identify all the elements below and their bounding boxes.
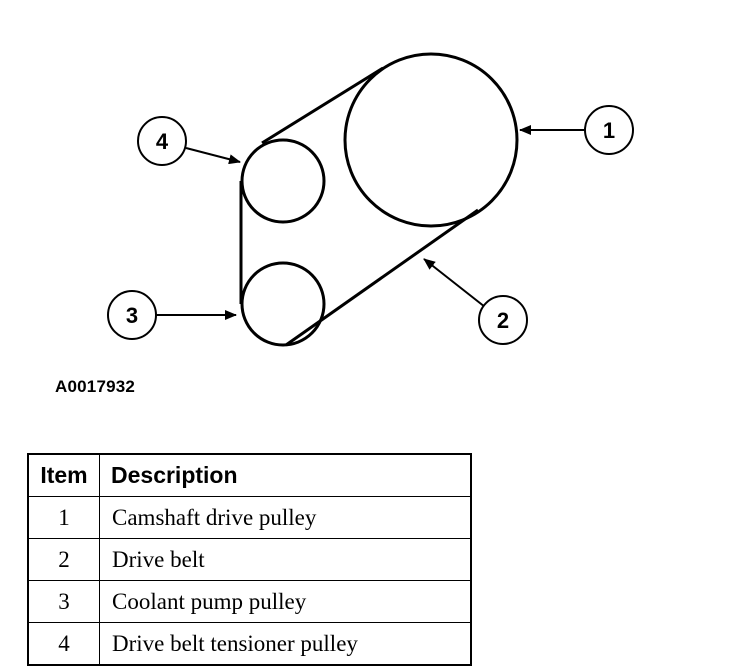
callout-1-label: 1 [603,118,615,143]
item-description: Coolant pump pulley [99,580,472,623]
callout-4: 4 [137,116,241,166]
table-row: 3 Coolant pump pulley [27,580,472,623]
item-number: 2 [27,538,100,581]
coolant-pump-pulley [240,261,326,347]
diagram-canvas: 1 2 3 4 [107,52,634,347]
legend-table: Item Description 1 Camshaft drive pulley… [27,453,472,666]
belt-routing-diagram: 1 2 3 4 [107,52,634,347]
item-description: Drive belt tensioner pulley [99,622,472,666]
item-description: Drive belt [99,538,472,581]
figure-id: A0017932 [55,377,136,396]
header-item: Item [27,453,100,497]
callout-1: 1 [519,105,634,155]
item-number: 1 [27,496,100,539]
item-number: 3 [27,580,100,623]
drive-belt [239,66,479,347]
table-row: 1 Camshaft drive pulley [27,496,472,539]
legend-header-row: Item Description [27,453,472,497]
callout-4-label: 4 [156,129,169,154]
header-description: Description [99,453,472,497]
callout-2-label: 2 [497,308,509,333]
callout-3: 3 [107,290,237,340]
callout-2: 2 [423,258,528,345]
camshaft-drive-pulley [343,52,519,228]
callout-3-label: 3 [126,303,138,328]
item-description: Camshaft drive pulley [99,496,472,539]
table-row: 4 Drive belt tensioner pulley [27,622,472,666]
table-row: 2 Drive belt [27,538,472,581]
item-number: 4 [27,622,100,666]
tensioner-pulley [240,138,326,224]
